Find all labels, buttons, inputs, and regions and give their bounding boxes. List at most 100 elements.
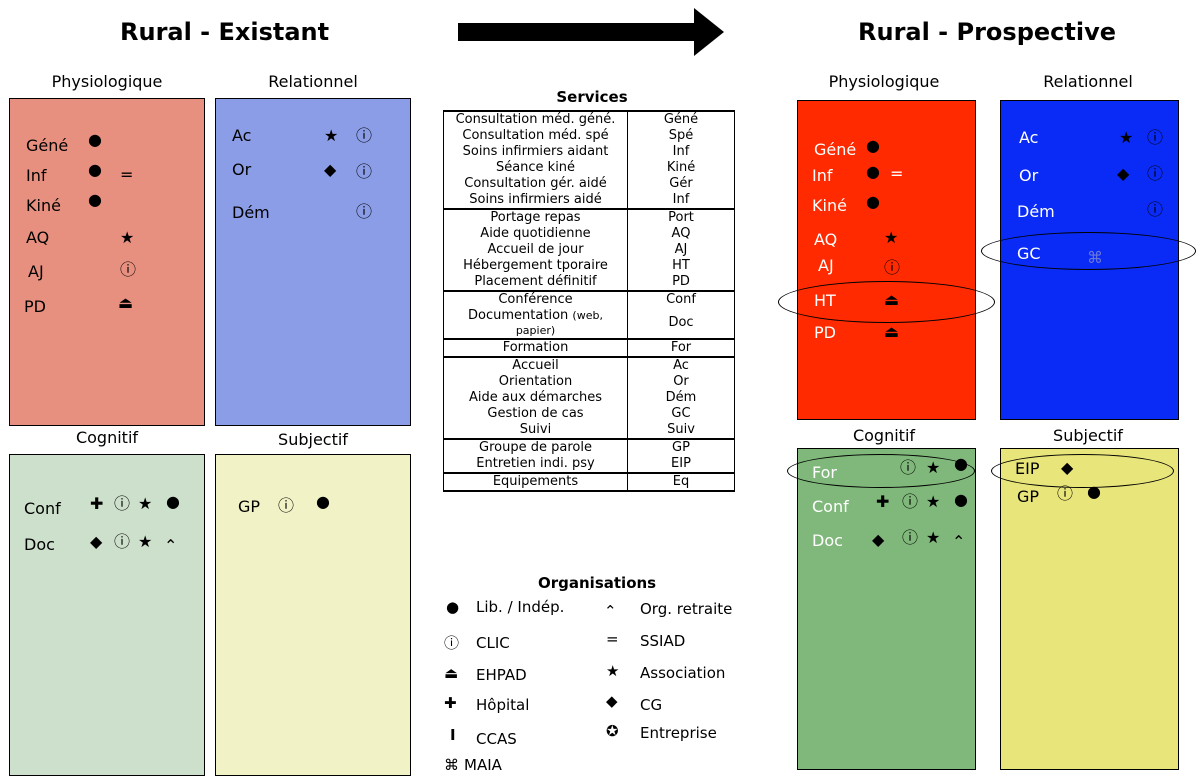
hopital-cross-icon: ✚ xyxy=(444,694,457,712)
clic-icon: ⓘ xyxy=(1147,128,1164,147)
title-existant: Rural - Existant xyxy=(120,18,330,46)
service-label: Inf xyxy=(26,166,47,185)
association-star-icon: ★ xyxy=(1119,128,1134,147)
clic-icon: ⓘ xyxy=(356,126,373,145)
highlight-ellipse-eip xyxy=(991,454,1174,488)
service-name: Documentation xyxy=(468,308,569,323)
service-abbr: Conf xyxy=(627,290,735,308)
clic-icon: ⓘ xyxy=(1147,164,1164,183)
lib-indep-icon: ● xyxy=(866,192,880,211)
org-label: Lib. / Indép. xyxy=(476,598,565,616)
org-label: Hôpital xyxy=(476,696,530,714)
service-abbr: Inf xyxy=(627,144,735,160)
service-label: Kiné xyxy=(26,196,61,215)
association-star-icon: ★ xyxy=(926,492,941,511)
highlight-ellipse-for xyxy=(787,454,975,488)
association-star-icon: ★ xyxy=(926,528,941,547)
association-star-icon: ★ xyxy=(138,532,153,551)
service-abbr: Port xyxy=(627,208,735,226)
services-title: Services xyxy=(556,88,628,106)
service-abbr: GC xyxy=(627,406,735,422)
association-star-icon: ★ xyxy=(138,494,153,513)
maia-command-icon: ⌘ xyxy=(444,756,459,774)
association-star-icon: ★ xyxy=(324,126,339,145)
existant-physio-panel: Géné ● Inf ● = Kiné ● AQ ★ AJ ⓘ PD ⏏ xyxy=(9,98,205,426)
org-label: CCAS xyxy=(476,730,517,748)
service-name: Orientation xyxy=(443,374,628,390)
org-label: Association xyxy=(640,664,726,682)
lib-indep-icon: ● xyxy=(88,130,102,149)
org-label: CG xyxy=(640,696,663,714)
service-abbr: Gér xyxy=(627,176,735,192)
lib-indep-icon: ● xyxy=(88,190,102,209)
service-name: Equipements xyxy=(443,472,628,492)
lib-indep-icon: ● xyxy=(954,490,968,509)
title-prospective: Rural - Prospective xyxy=(858,18,1116,46)
existant-subjectif-panel: GP ⓘ ● xyxy=(215,454,411,776)
ssiad-equals-icon: = xyxy=(120,165,134,184)
service-label: Dém xyxy=(232,203,270,222)
service-label: Conf xyxy=(24,499,61,518)
service-name: Formation xyxy=(443,338,628,357)
org-label: EHPAD xyxy=(476,666,527,684)
service-label: Inf xyxy=(812,166,833,185)
ehpad-eject-icon: ⏏ xyxy=(884,322,900,341)
service-abbr: EIP xyxy=(627,456,735,473)
clic-icon: ⓘ xyxy=(114,532,131,551)
service-label: PD xyxy=(814,323,836,342)
hopital-cross-icon: ✚ xyxy=(90,494,104,513)
services-table: Consultation méd. géné.Géné Consultation… xyxy=(443,110,735,492)
clic-icon: ⓘ xyxy=(1057,484,1074,503)
clic-icon: ⓘ xyxy=(1147,200,1164,219)
highlight-ellipse-ht xyxy=(778,281,995,323)
service-name: Hébergement tporaire xyxy=(443,258,628,274)
entreprise-star-circle-icon: ✪ xyxy=(606,722,619,740)
prospective-subjectif-panel: EIP ◆ GP ⓘ ● xyxy=(1000,448,1179,770)
service-abbr: Ac xyxy=(627,356,735,374)
service-name: Conférence xyxy=(443,290,628,308)
clic-icon: ⓘ xyxy=(114,494,131,513)
service-abbr: Or xyxy=(627,374,735,390)
cg-diamond-icon: ◆ xyxy=(90,532,103,551)
service-abbr: AJ xyxy=(627,242,735,258)
service-name: Accueil de jour xyxy=(443,242,628,258)
lib-indep-icon: ● xyxy=(316,492,330,511)
association-star-icon: ★ xyxy=(606,662,620,680)
clic-icon: ⓘ xyxy=(120,260,137,279)
clic-icon: ⓘ xyxy=(444,634,460,652)
service-label: AJ xyxy=(818,256,834,275)
service-label: GP xyxy=(1017,487,1040,506)
service-name: Suivi xyxy=(443,422,628,439)
service-name: Soins infirmiers aidant xyxy=(443,144,628,160)
service-abbr: Géné xyxy=(627,110,735,128)
clic-icon: ⓘ xyxy=(278,496,295,515)
ssiad-equals-icon: = xyxy=(606,630,619,648)
service-abbr: Dém xyxy=(627,390,735,406)
clic-icon: ⓘ xyxy=(356,202,373,221)
service-label: GP xyxy=(238,497,261,516)
service-label: AQ xyxy=(26,228,50,247)
prospective-cognitif-panel: For ⓘ ★ ● Conf ✚ ⓘ ★ ● Doc ◆ ⓘ ★ ⌃ xyxy=(797,448,976,770)
service-label: AJ xyxy=(28,262,44,281)
cg-diamond-icon: ◆ xyxy=(606,692,618,710)
service-name: Consultation méd. spé xyxy=(443,128,628,144)
organisations-title: Organisations xyxy=(538,574,657,592)
prospective-subjectif-label: Subjectif xyxy=(1053,426,1123,445)
org-label: Entreprise xyxy=(640,724,717,742)
org-retraite-caret-icon: ⌃ xyxy=(164,536,178,555)
service-abbr: For xyxy=(627,338,735,357)
service-label: Conf xyxy=(812,497,849,516)
service-label: Dém xyxy=(1017,202,1055,221)
service-abbr: GP xyxy=(627,438,735,456)
existant-physio-label: Physiologique xyxy=(51,72,163,91)
service-abbr: Inf xyxy=(627,192,735,209)
existant-subjectif-label: Subjectif xyxy=(278,430,348,449)
service-label: Ac xyxy=(1019,128,1039,147)
service-label: Or xyxy=(232,160,252,179)
prospective-physio-label: Physiologique xyxy=(828,72,940,91)
clic-icon: ⓘ xyxy=(902,528,919,547)
ssiad-equals-icon: = xyxy=(890,164,904,183)
org-label: CLIC xyxy=(476,634,510,652)
service-label: Doc xyxy=(812,531,843,550)
service-label: AQ xyxy=(814,230,838,249)
